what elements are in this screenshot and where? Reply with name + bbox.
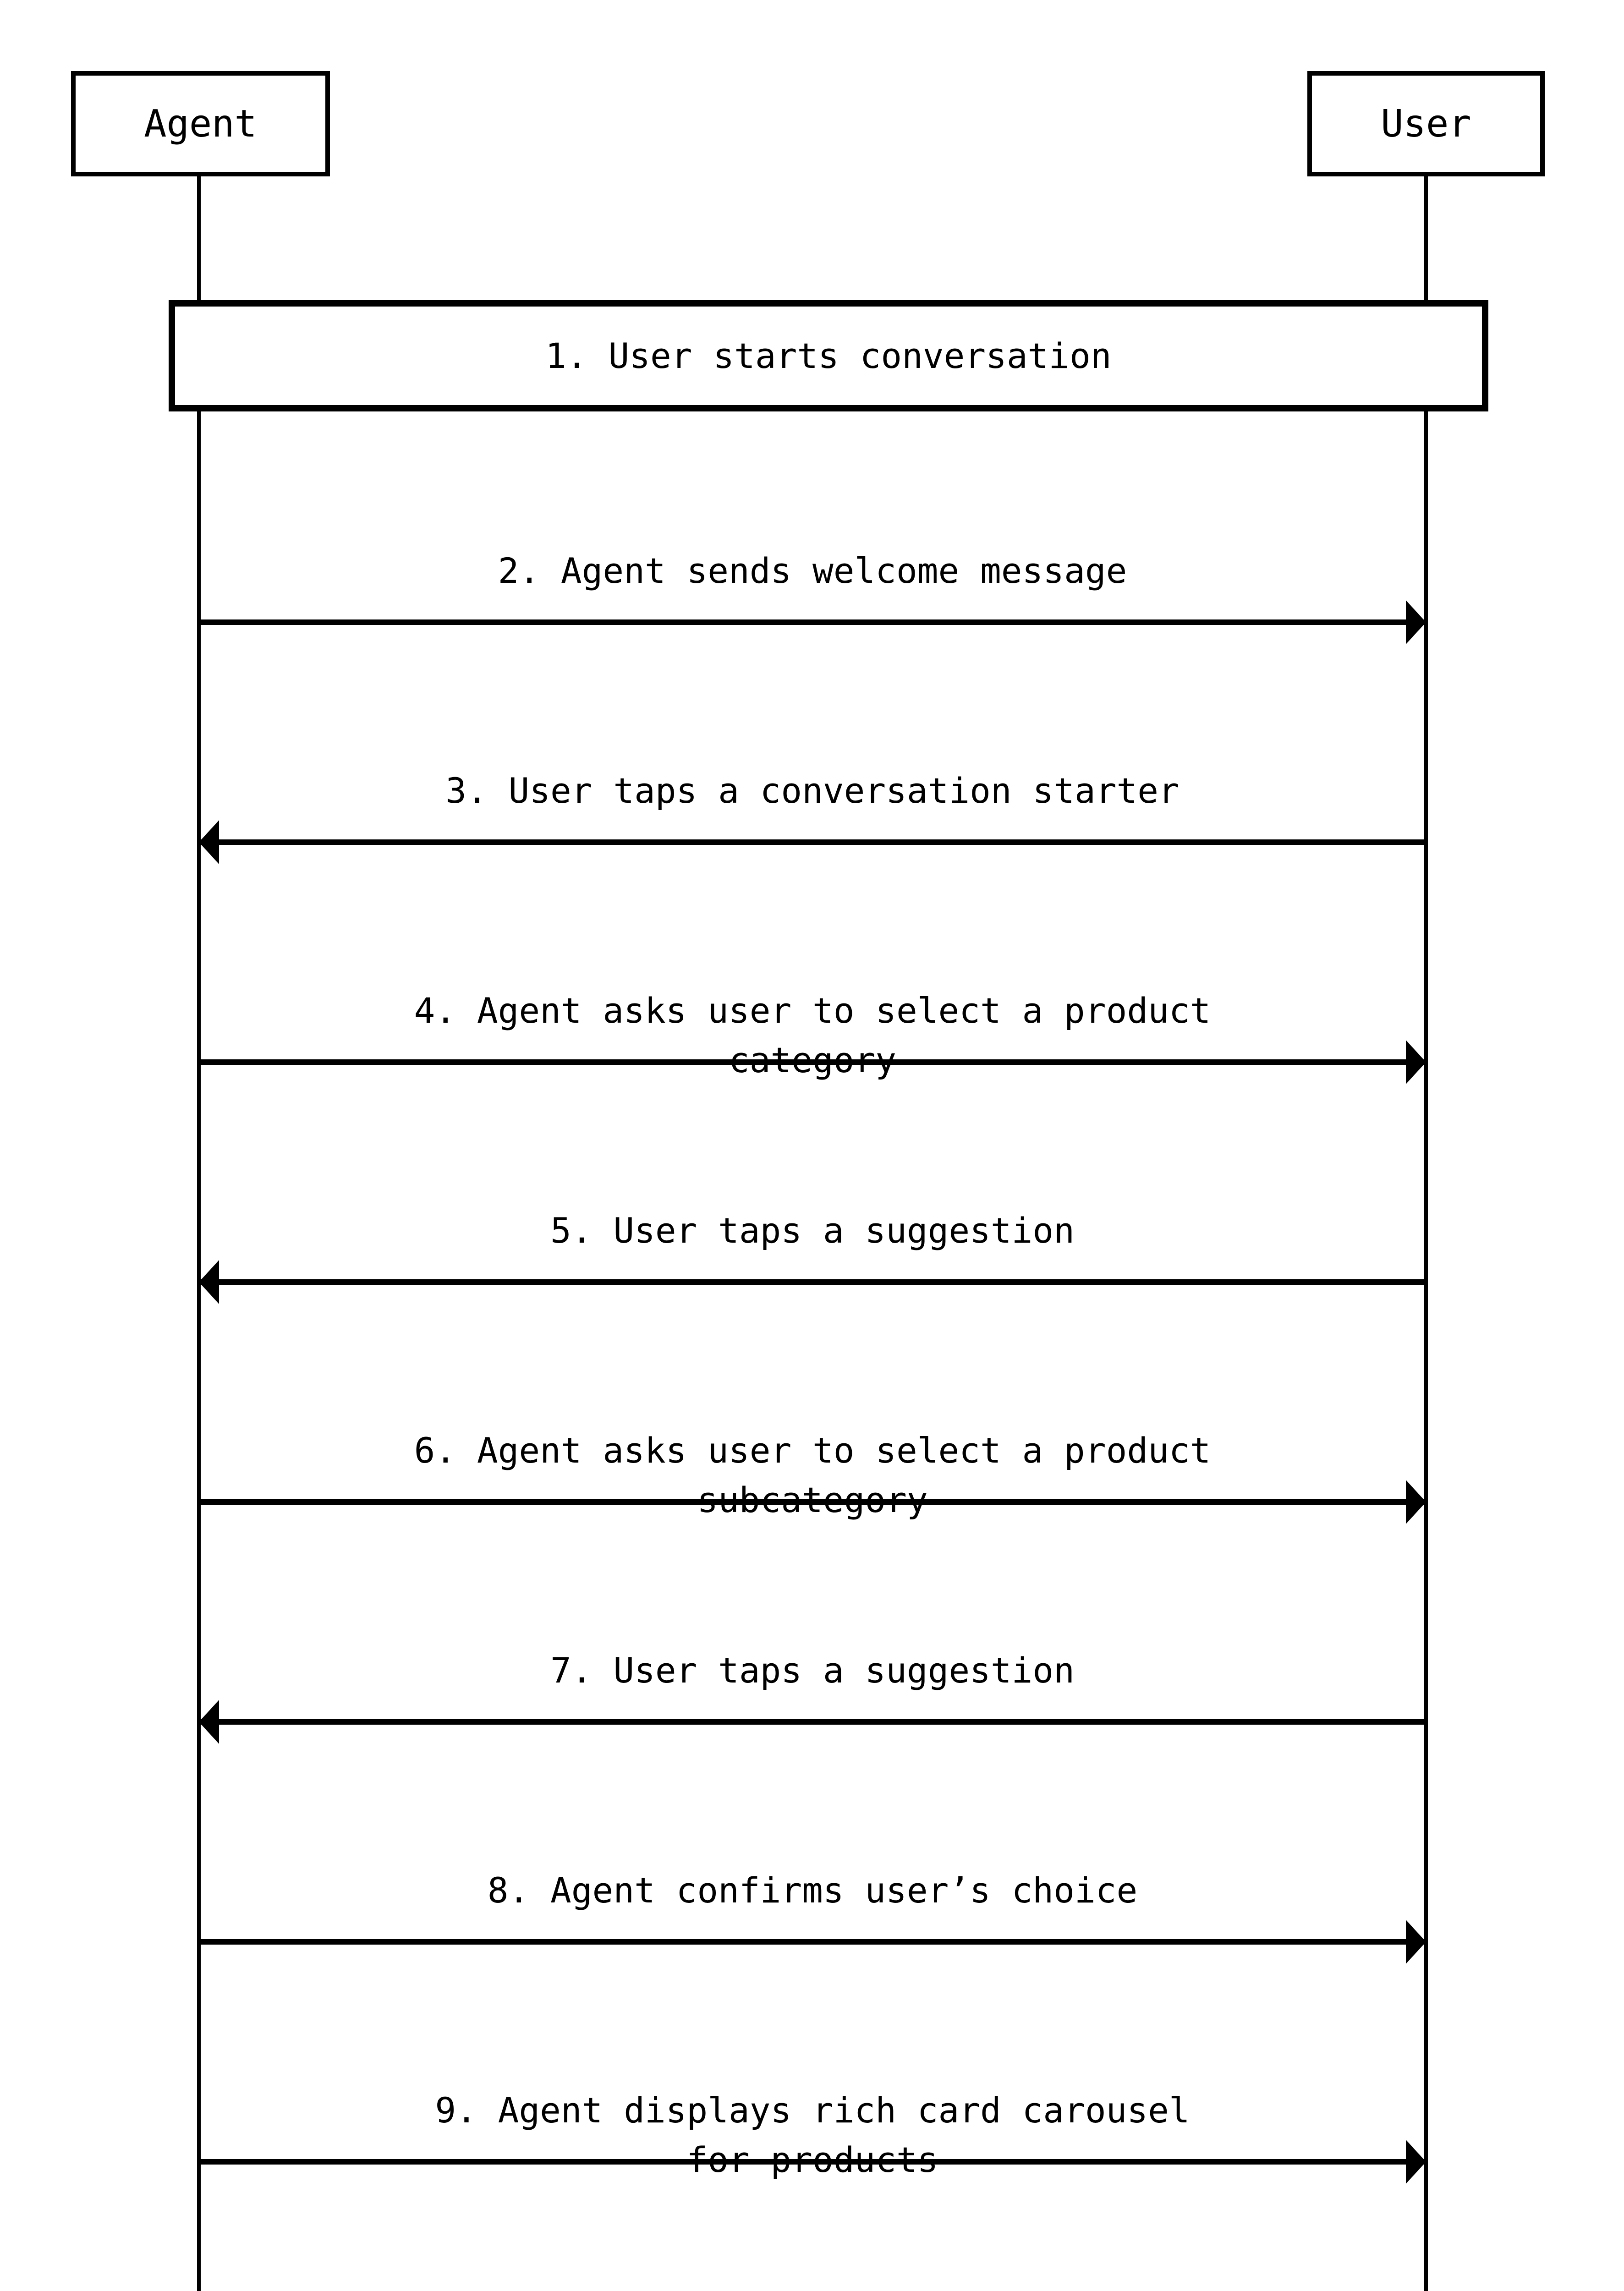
arrowhead-icon (1406, 600, 1426, 644)
lifeline-agent (197, 176, 201, 2291)
arrowhead-icon (1406, 1920, 1426, 1964)
message-label: 7. User taps a suggestion (550, 1650, 1075, 1691)
message-label: 6. Agent asks user to select a product s… (414, 1430, 1211, 1520)
message-arrow-line (199, 619, 1426, 625)
actor-label-agent: Agent (144, 102, 257, 146)
lifeline-user (1424, 176, 1428, 2291)
message-label: 3. User taps a conversation starter (445, 770, 1180, 811)
message-label: 4. Agent asks user to select a product c… (414, 990, 1211, 1080)
actor-box-agent-top: Agent (71, 71, 330, 176)
actor-box-user-top: User (1307, 71, 1545, 176)
message-arrow-line (199, 1939, 1426, 1945)
arrowhead-icon (1406, 2140, 1426, 2184)
message-arrow-line (199, 2159, 1426, 2165)
arrowhead-icon (199, 1260, 219, 1304)
arrowhead-icon (199, 820, 219, 864)
banner-label: 1. User starts conversation (545, 335, 1112, 376)
message-label: 5. User taps a suggestion (550, 1210, 1075, 1251)
message-arrow-line (199, 839, 1426, 845)
message-label: 8. Agent confirms user’s choice (487, 1870, 1138, 1911)
message-label: 2. Agent sends welcome message (498, 550, 1127, 591)
arrowhead-icon (1406, 1480, 1426, 1524)
message-arrow-line (199, 1719, 1426, 1725)
message-arrow-line (199, 1499, 1426, 1505)
message-label: 9. Agent displays rich card carousel for… (435, 2090, 1190, 2180)
arrowhead-icon (199, 1700, 219, 1744)
arrowhead-icon (1406, 1040, 1426, 1084)
message-arrow-line (199, 1279, 1426, 1285)
message-arrow-line (199, 1059, 1426, 1065)
banner-message-1: 1. User starts conversation (169, 300, 1488, 411)
actor-label-user: User (1381, 102, 1471, 146)
